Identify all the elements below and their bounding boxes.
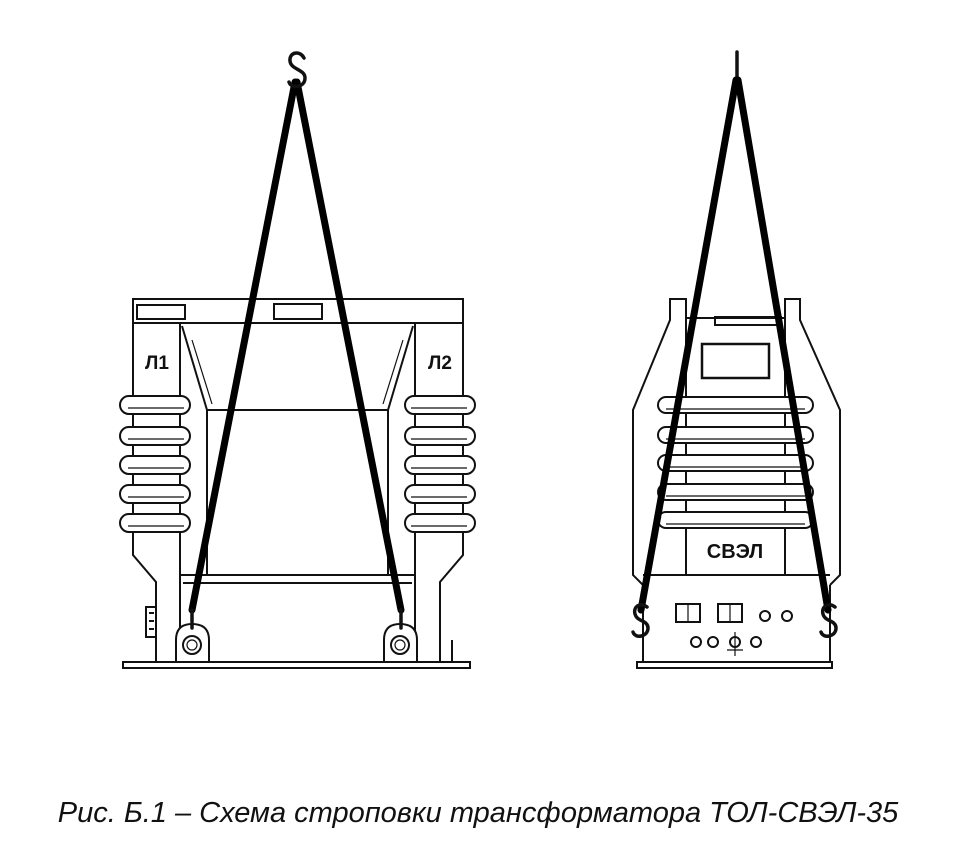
lifting-eye-right-hole <box>390 635 410 655</box>
earth-mark <box>727 632 743 656</box>
front-top-window-center <box>273 303 323 320</box>
fin <box>119 426 191 446</box>
terminal-screw <box>690 636 702 648</box>
fin <box>119 455 191 475</box>
terminal-label-l2: Л2 <box>428 353 452 374</box>
fin-shading <box>128 407 184 527</box>
terminal-screw <box>759 610 771 622</box>
fin <box>404 455 476 475</box>
fin-shading <box>666 408 805 525</box>
lifting-eye-left-hole <box>182 635 202 655</box>
fin <box>404 513 476 533</box>
fin <box>404 395 476 415</box>
sling-hook-right-icon <box>819 603 838 638</box>
fin <box>657 454 814 472</box>
side-sling-right-leg <box>734 76 832 614</box>
lifting-eye-right-inner <box>394 639 406 651</box>
front-top-window-left <box>136 304 186 320</box>
terminal-screw <box>781 610 793 622</box>
side-base-plate <box>636 661 833 669</box>
fin <box>404 484 476 504</box>
terminal-screw <box>707 636 719 648</box>
front-sling-left-leg <box>188 78 299 614</box>
side-view: СВЭЛ <box>631 50 841 669</box>
side-sling-left-leg <box>637 76 740 614</box>
front-fins-right <box>404 395 476 533</box>
side-fins <box>657 396 814 529</box>
fin-shading <box>411 407 467 527</box>
front-sling-right-leg <box>293 78 405 614</box>
fin <box>657 483 814 501</box>
fin <box>657 511 814 529</box>
crane-hook-icon <box>287 51 307 89</box>
front-sling <box>188 51 405 630</box>
terminal-label-l1: Л1 <box>145 353 169 374</box>
lifting-eye-left-inner <box>186 639 198 651</box>
figure-caption: Рис. Б.1 – Схема строповки трансформатор… <box>58 797 899 829</box>
front-base-plate <box>122 661 471 669</box>
front-earth-bracket <box>145 606 157 638</box>
secondary-terminal-block <box>675 603 793 656</box>
side-sling <box>631 50 838 638</box>
fin <box>657 426 814 444</box>
terminal-screw <box>750 636 762 648</box>
front-view: Л1 Л2 <box>119 51 476 669</box>
fin <box>119 484 191 504</box>
fin <box>404 426 476 446</box>
lifting-eye-right <box>383 622 418 665</box>
side-nameplate <box>700 342 771 380</box>
side-terminal-box-frame <box>642 574 831 662</box>
manufacturer-logo: СВЭЛ <box>707 541 763 563</box>
lifting-eye-left <box>175 622 210 665</box>
sling-hook-left-icon <box>631 603 650 638</box>
front-core-shading <box>191 339 404 405</box>
front-fins-left <box>119 395 191 533</box>
fin <box>119 395 191 415</box>
fin <box>119 513 191 533</box>
